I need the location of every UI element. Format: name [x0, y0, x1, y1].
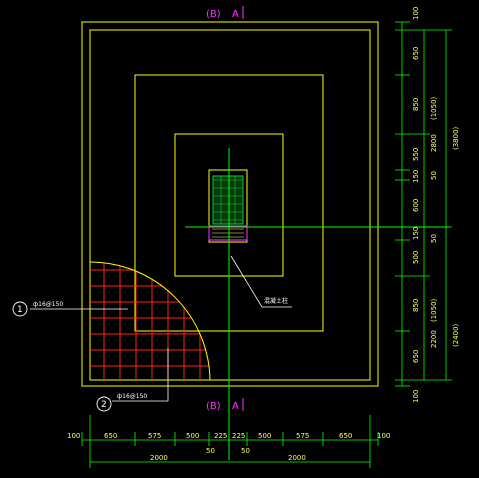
dim-right-550-top: 550 — [412, 148, 420, 161]
dim-right-1050-bot: (1050) — [430, 298, 438, 322]
rebar-vertical-bars — [103, 262, 201, 380]
axis-label-top-a: A — [232, 9, 239, 20]
dim-bottom-650-right: 650 — [339, 432, 352, 440]
dim-bottom-650-left: 650 — [104, 432, 117, 440]
right-dimension-texts: 100 650 850 (1050) 550 2800 (3800) 150 5… — [412, 7, 460, 403]
leader-lines — [30, 255, 292, 402]
dim-right-850-bot: 850 — [412, 299, 420, 312]
dim-right-500: 500 — [412, 251, 420, 264]
callout-circle-1 — [12, 301, 28, 317]
dim-bottom-left-edge: 100 — [67, 432, 80, 440]
dim-right-2400: (2400) — [452, 323, 460, 347]
dim-right-650-top: 650 — [412, 47, 420, 60]
dim-bottom-575-right: 575 — [296, 432, 309, 440]
callout-number-2: 2 — [101, 400, 107, 410]
footing-outer-edge — [81, 21, 379, 387]
dim-bottom-half-left: 50 — [206, 447, 215, 455]
right-dimension-lines — [395, 21, 452, 387]
bottom-dimension-texts: 100 650 575 500 225 225 500 575 650 100 … — [67, 432, 390, 462]
axis-label-bottom-b: (B) — [206, 401, 221, 412]
footing-step-1 — [89, 29, 371, 381]
dim-bottom-total-left: 2000 — [150, 454, 168, 462]
dim-bottom-225-right: 225 — [232, 432, 245, 440]
dim-bottom-500-left: 500 — [186, 432, 199, 440]
callout-circle-2 — [96, 396, 112, 412]
rebar-label-2: ф16@150 — [117, 393, 147, 400]
dim-bottom-500-right: 500 — [258, 432, 271, 440]
rebar-mesh — [89, 261, 211, 381]
dim-right-650-bot: 650 — [412, 350, 420, 363]
axis-label-top-b: (B) — [206, 9, 221, 20]
column-hatch-pattern — [214, 176, 242, 224]
dim-right-850-top: 850 — [412, 98, 420, 111]
dim-bottom-right-edge: 100 — [377, 432, 390, 440]
dim-bottom-225-left: 225 — [214, 432, 227, 440]
column-outline — [208, 169, 248, 243]
axis-label-bottom-a: A — [232, 401, 239, 412]
dim-right-600: 600 — [412, 199, 420, 212]
rebar-label-1: ф16@150 — [33, 301, 63, 308]
dim-right-150-top: 150 — [412, 170, 420, 183]
dim-right-2200: 2200 — [430, 330, 438, 348]
rebar-boundary-arc — [89, 261, 211, 381]
dim-bottom-total-right: 2000 — [288, 454, 306, 462]
dim-right-2800: 2800 — [430, 134, 438, 152]
dim-bottom-575-left: 575 — [148, 432, 161, 440]
dim-right-150-mid: 150 — [412, 227, 420, 240]
bottom-dimension-lines — [81, 415, 379, 468]
dim-right-50-top: 50 — [430, 171, 438, 180]
column-note: 混凝土柱 — [264, 297, 288, 305]
column-pedestal — [208, 169, 248, 243]
column-hatch — [212, 175, 244, 225]
column-base-marks — [212, 228, 244, 238]
dim-right-top-edge: 100 — [412, 7, 420, 20]
dim-right-bottom-edge: 100 — [412, 390, 420, 403]
callout-number-1: 1 — [17, 305, 23, 315]
dim-right-3800: (3800) — [452, 126, 460, 150]
dim-right-50-mid: 50 — [430, 234, 438, 243]
dim-right-1050-top: (1050) — [430, 96, 438, 120]
column-base-band — [208, 225, 248, 241]
dim-bottom-half-right: 50 — [241, 447, 250, 455]
